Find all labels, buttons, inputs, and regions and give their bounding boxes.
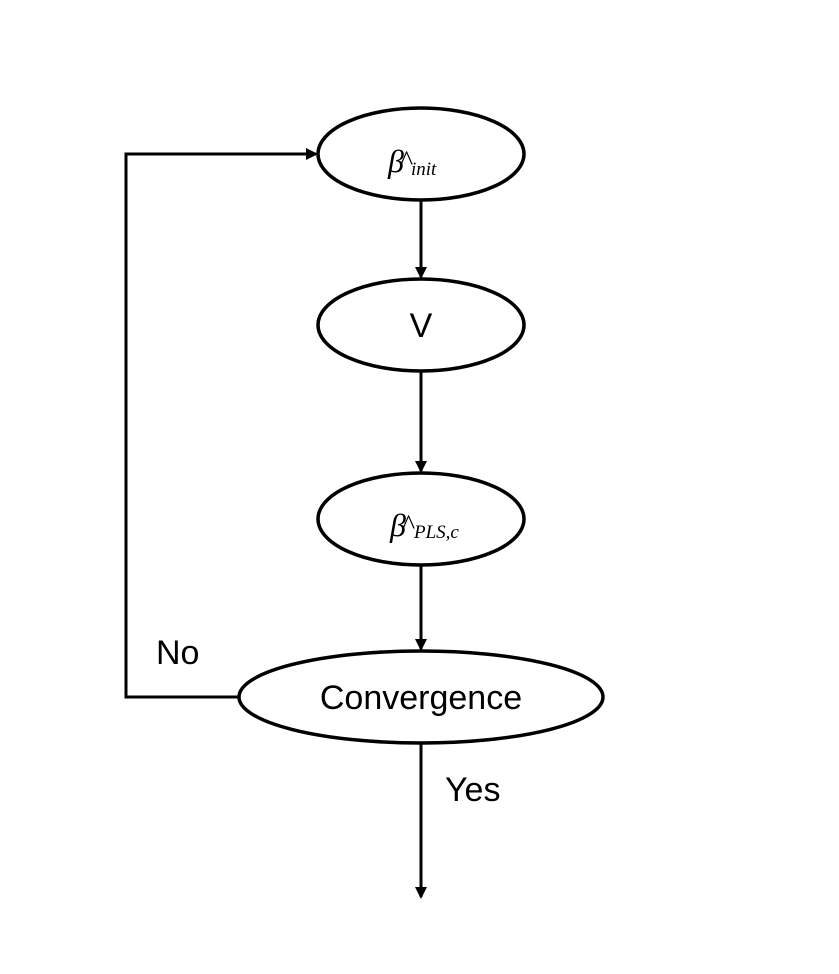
node-beta-pls-shape	[316, 471, 526, 567]
node-beta-pls: ^ β PLS,c	[316, 471, 526, 567]
node-convergence: Convergence	[237, 649, 605, 745]
node-beta-pls-hat: ^	[402, 510, 415, 541]
edge-label-no: No	[156, 634, 199, 672]
node-convergence-label: Convergence	[320, 679, 522, 717]
node-v-label: V	[410, 307, 433, 345]
node-beta-init: ^ β init	[316, 106, 526, 202]
edge-convergence-no-loop	[124, 148, 318, 699]
node-beta-pls-subscript: PLS,c	[413, 522, 459, 543]
node-beta-init-subscript: init	[411, 159, 437, 180]
node-beta-init-hat: ^	[400, 146, 413, 177]
edge-label-yes: Yes	[445, 771, 500, 809]
node-beta-init-shape	[316, 106, 526, 202]
node-beta-pls-symbol: β	[389, 507, 406, 543]
node-beta-init-symbol: β	[387, 143, 404, 179]
node-v: V	[316, 277, 526, 373]
